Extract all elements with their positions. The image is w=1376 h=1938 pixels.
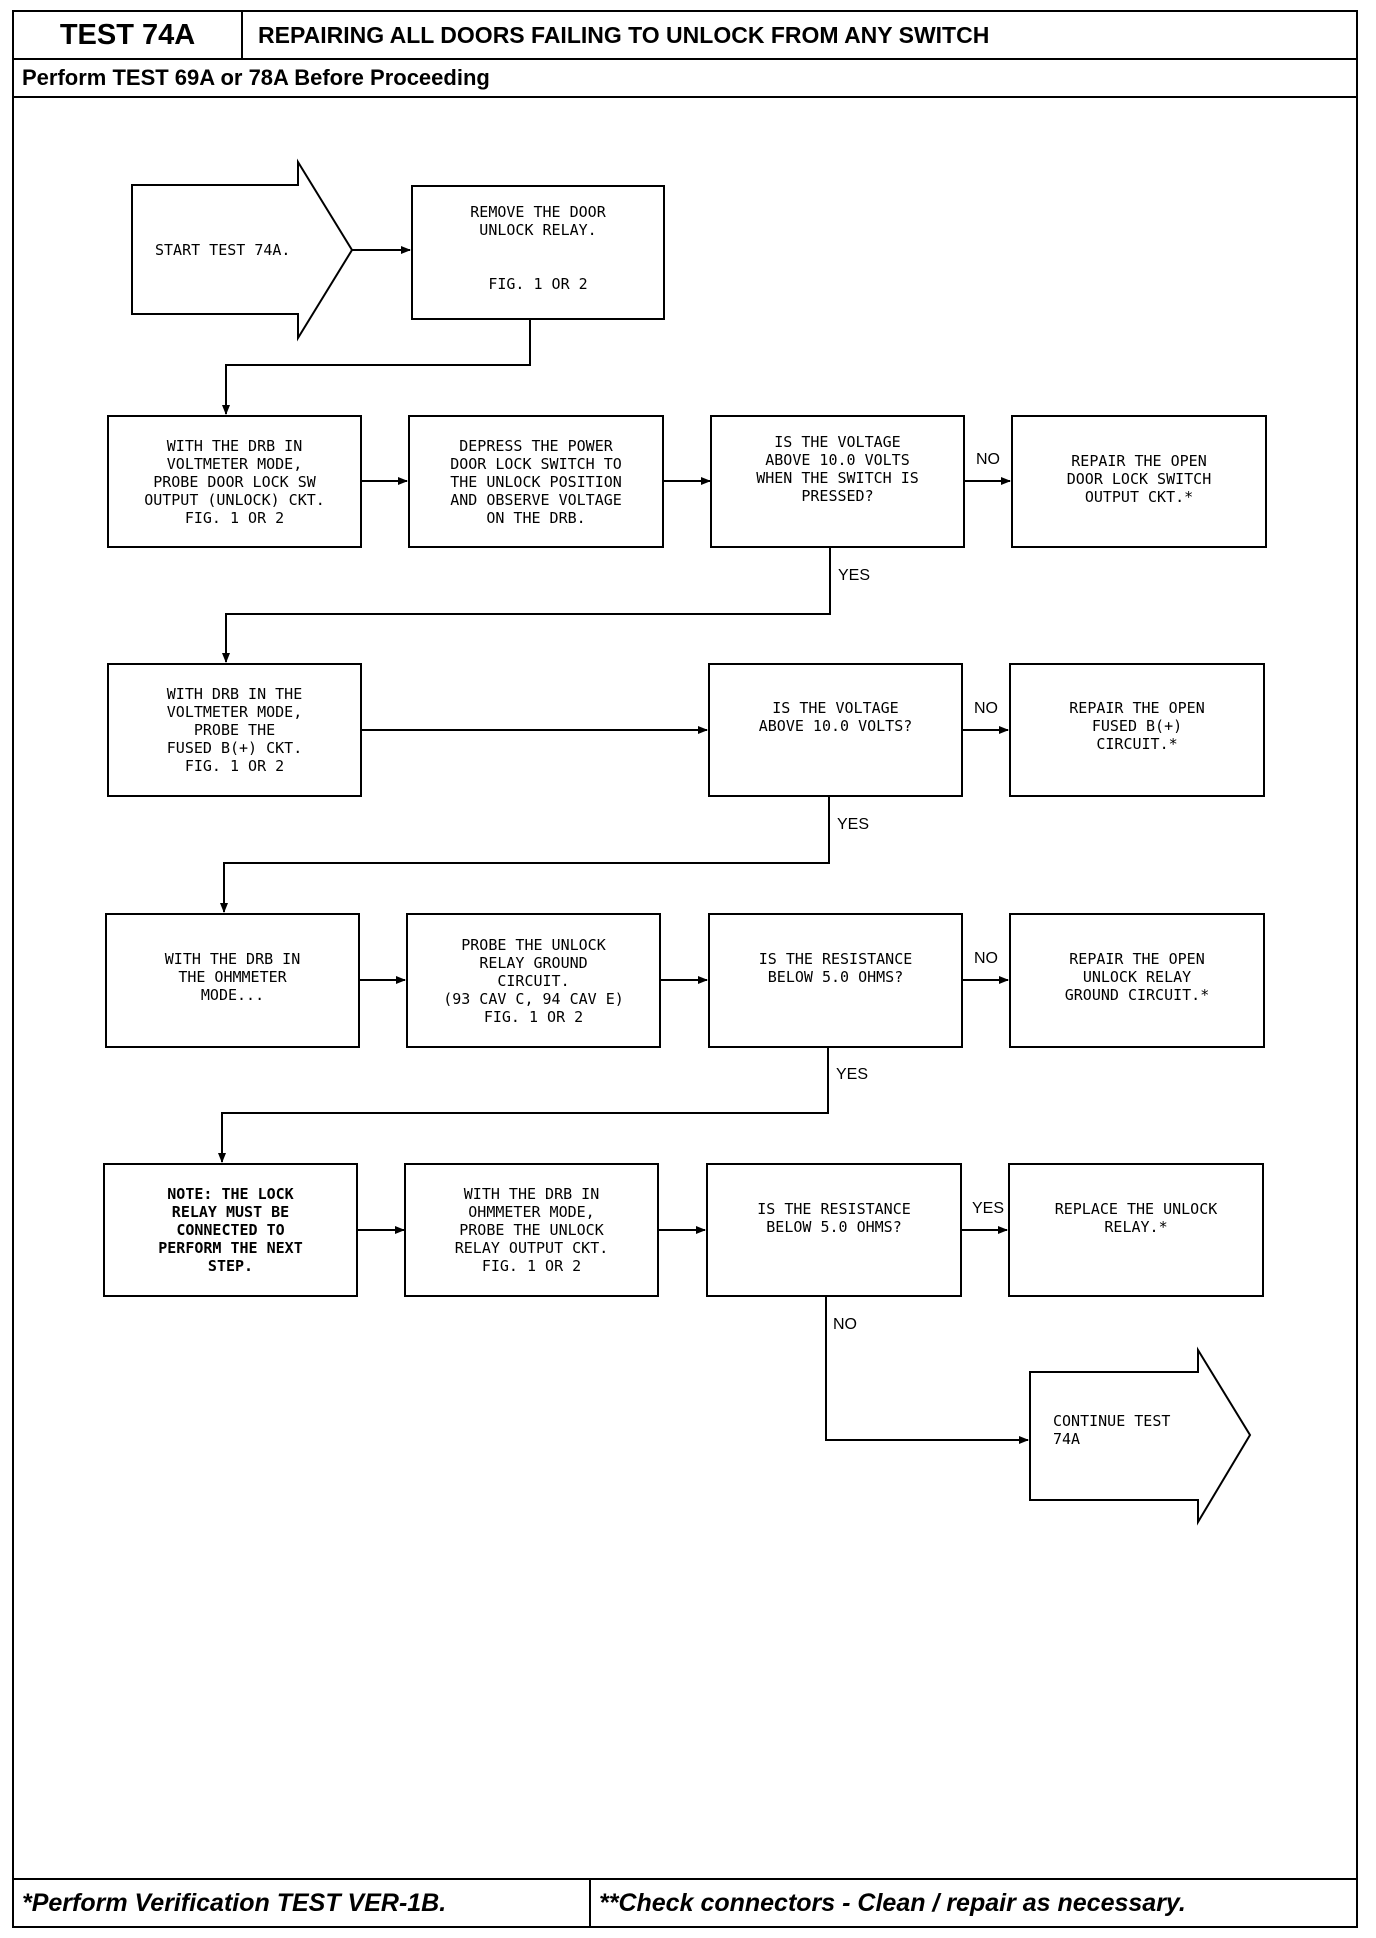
test-id: TEST 74A	[14, 12, 243, 58]
footer-verification-note: *Perform Verification TEST VER-1B.	[22, 1889, 447, 1917]
no-label-3: NO	[974, 950, 998, 967]
prerequisite-note: Perform TEST 69A or 78A Before Proceedin…	[14, 60, 1356, 98]
footer-divider	[589, 1880, 591, 1926]
start-arrow-shape	[131, 158, 354, 342]
footer-bar: *Perform Verification TEST VER-1B. **Che…	[14, 1878, 1356, 1926]
no-label-2: NO	[974, 700, 998, 717]
no-label-1: NO	[976, 451, 1000, 468]
ohmmeter-mode-step: WITH THE DRB IN THE OHMMETER MODE...	[105, 913, 360, 1048]
yes-label-4: YES	[972, 1200, 1005, 1217]
test-title: REPAIRING ALL DOORS FAILING TO UNLOCK FR…	[258, 22, 990, 48]
replace-relay-step: REPLACE THE UNLOCK RELAY.*	[1008, 1163, 1264, 1297]
remove-relay-step: REMOVE THE DOOR UNLOCK RELAY. FIG. 1 OR …	[411, 185, 665, 320]
resistance-decision-1: IS THE RESISTANCE BELOW 5.0 OHMS?	[708, 913, 963, 1048]
voltage-decision: IS THE VOLTAGE ABOVE 10.0 VOLTS?	[708, 663, 963, 797]
yes-label-3: YES	[836, 1066, 869, 1083]
footer-connectors-note: **Check connectors - Clean / repair as n…	[599, 1889, 1186, 1917]
voltage-pressed-decision: IS THE VOLTAGE ABOVE 10.0 VOLTS WHEN THE…	[710, 415, 965, 548]
no-label-4: NO	[833, 1316, 857, 1333]
continue-test-label: CONTINUE TEST 74A	[1053, 1412, 1171, 1448]
yes-label-2: YES	[837, 816, 870, 833]
lock-relay-note: NOTE: THE LOCK RELAY MUST BE CONNECTED T…	[103, 1163, 358, 1297]
continue-arrow-shape	[1029, 1346, 1252, 1526]
repair-ground-step: REPAIR THE OPEN UNLOCK RELAY GROUND CIRC…	[1009, 913, 1265, 1048]
header-bar: TEST 74A REPAIRING ALL DOORS FAILING TO …	[14, 12, 1356, 60]
resistance-decision-2: IS THE RESISTANCE BELOW 5.0 OHMS?	[706, 1163, 962, 1297]
probe-switch-output-step: WITH THE DRB IN VOLTMETER MODE, PROBE DO…	[107, 415, 362, 548]
repair-fused-step: REPAIR THE OPEN FUSED B(+) CIRCUIT.*	[1009, 663, 1265, 797]
start-test-label: START TEST 74A.	[155, 241, 291, 259]
probe-relay-output-step: WITH THE DRB IN OHMMETER MODE, PROBE THE…	[404, 1163, 659, 1297]
yes-label-1: YES	[838, 567, 871, 584]
probe-ground-step: PROBE THE UNLOCK RELAY GROUND CIRCUIT. (…	[406, 913, 661, 1048]
depress-switch-step: DEPRESS THE POWER DOOR LOCK SWITCH TO TH…	[408, 415, 664, 548]
repair-switch-output-step: REPAIR THE OPEN DOOR LOCK SWITCH OUTPUT …	[1011, 415, 1267, 548]
probe-fused-step: WITH DRB IN THE VOLTMETER MODE, PROBE TH…	[107, 663, 362, 797]
